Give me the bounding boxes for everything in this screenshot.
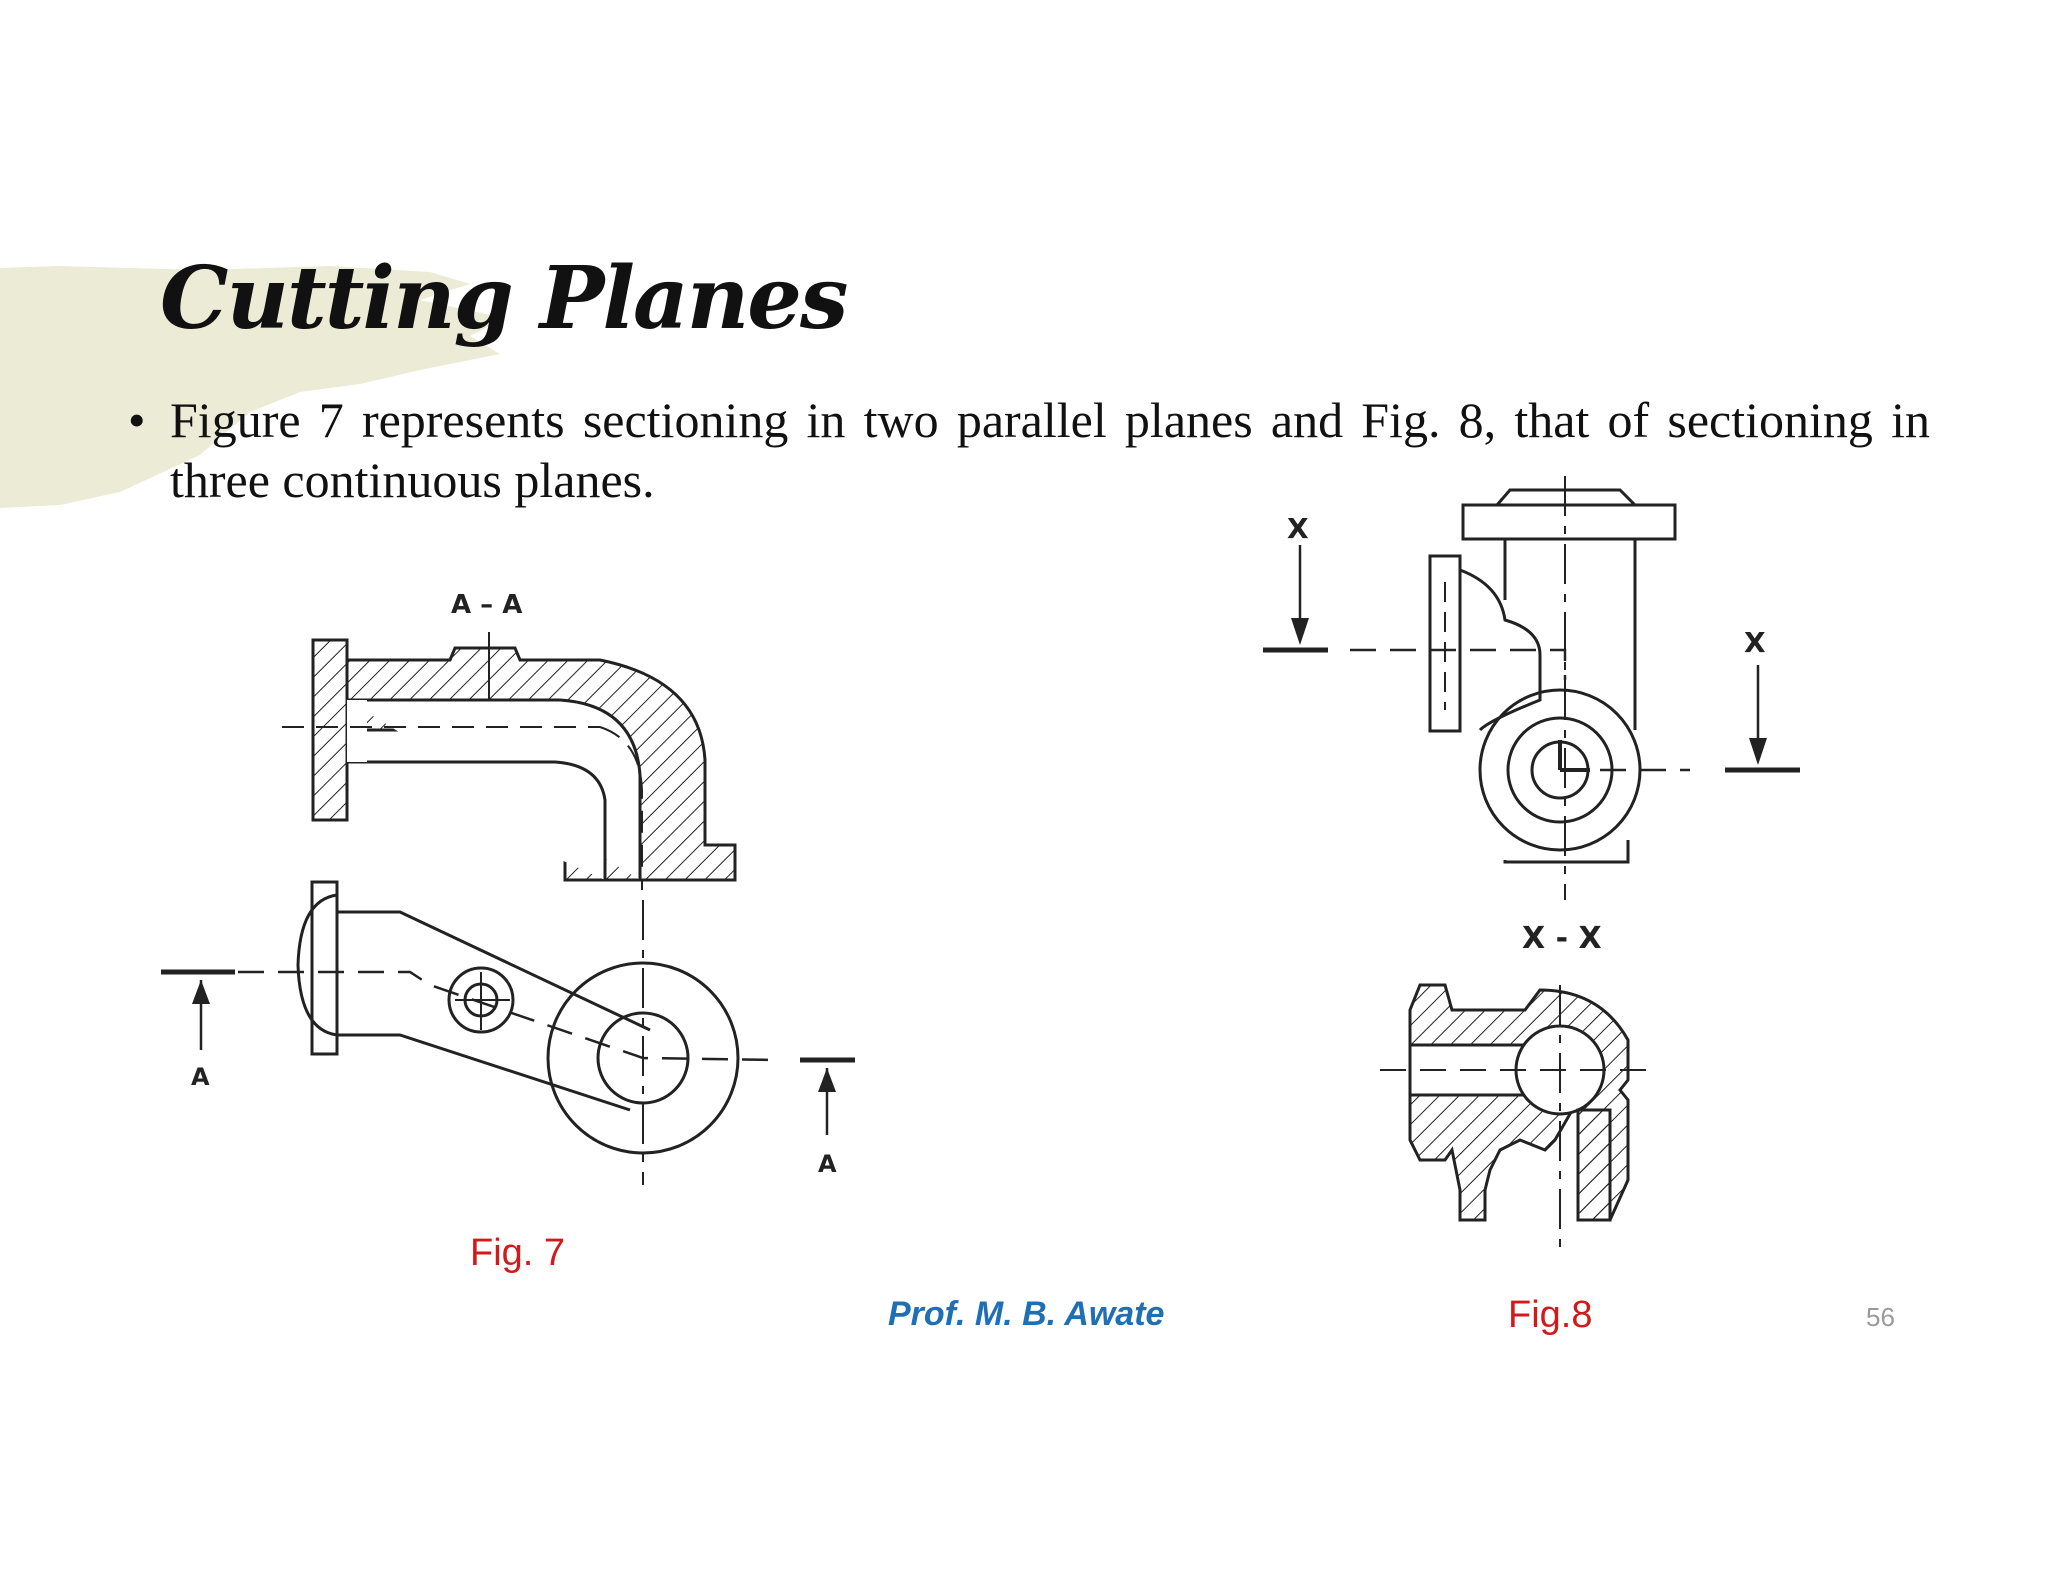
fig7-caption: Fig. 7 <box>470 1232 566 1274</box>
fig7-plane-label-left: A <box>191 1063 210 1091</box>
page-number: 56 <box>1866 1302 1895 1332</box>
fig8-section-label: X - X <box>1522 921 1602 956</box>
fig7-section-label: A – A <box>451 590 522 620</box>
fig8-plane-label-right: X <box>1744 626 1766 659</box>
bullet-text: Figure 7 represents sectioning in two pa… <box>170 392 1930 508</box>
bullet-dot: • <box>128 392 146 448</box>
author-credit: Prof. M. B. Awate <box>888 1295 1165 1333</box>
fig8-plane-label-left: X <box>1287 512 1309 545</box>
fig7-plane-label-right: A <box>818 1150 837 1178</box>
slide-title: Cutting Planes <box>160 248 848 349</box>
fig8-caption: Fig.8 <box>1508 1294 1593 1336</box>
